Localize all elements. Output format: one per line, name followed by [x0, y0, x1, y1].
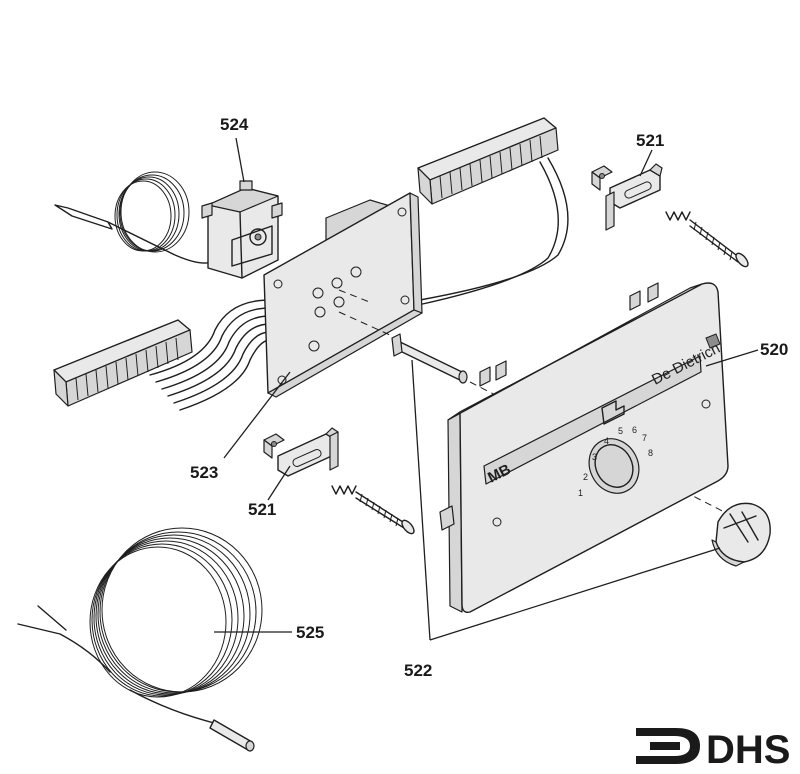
callout-522: 522	[404, 661, 432, 680]
thermostat-524	[54, 171, 283, 279]
dial-number-8: 8	[648, 448, 653, 458]
dial-number-5: 5	[618, 426, 623, 436]
terminal-block-upper	[417, 117, 559, 205]
dhs-logo-mark-icon	[636, 728, 700, 764]
terminal-block-lower	[53, 319, 193, 407]
dial-number-6: 6	[632, 425, 637, 435]
callout-521-top: 521	[636, 131, 664, 150]
clip-screw-521-lower	[263, 427, 415, 535]
brand-logo-icon	[705, 333, 721, 349]
leader-lines	[214, 137, 759, 641]
logo-text: DHS	[706, 728, 790, 772]
dial-number-7: 7	[642, 433, 647, 443]
callout-523: 523	[190, 463, 218, 482]
dial-number-1: 1	[578, 488, 583, 498]
callouts: 524 521 520 523 521 525 522	[190, 115, 788, 680]
dial-number-3: 3	[592, 452, 597, 462]
terminal-plate-523	[149, 157, 569, 411]
callout-520: 520	[760, 340, 788, 359]
dhs-logo: DHS	[636, 728, 790, 772]
dial-number-4: 4	[604, 436, 609, 446]
dial-number-2: 2	[583, 472, 588, 482]
callout-521-bottom: 521	[248, 500, 276, 519]
sensor-525	[17, 527, 263, 752]
callout-524: 524	[220, 115, 249, 134]
control-panel-520: MB De Dietrich 1 2 3 4 5 6 7 8	[439, 282, 729, 614]
clip-screw-521-upper	[591, 163, 749, 268]
callout-525: 525	[296, 623, 324, 642]
tap-icon	[601, 400, 625, 425]
